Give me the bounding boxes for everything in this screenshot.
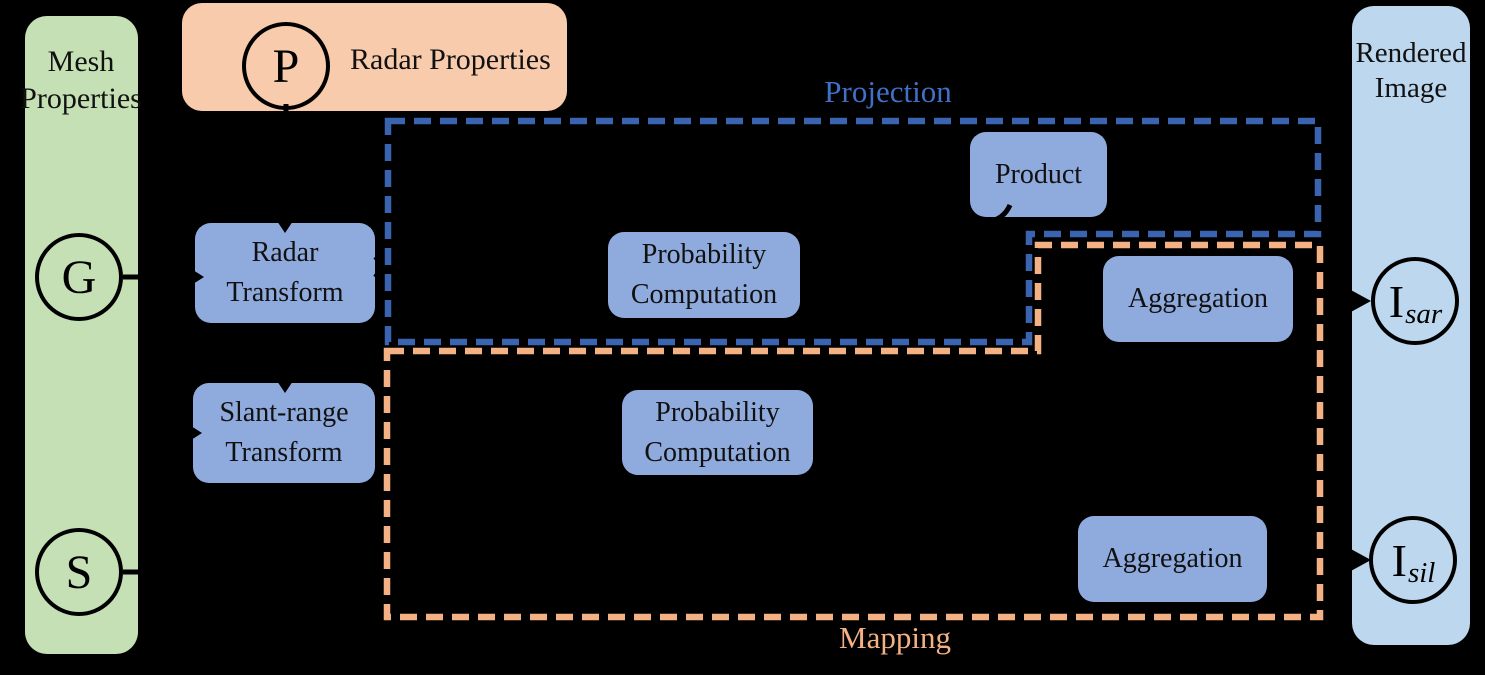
block-aggregation-sil: Aggregation: [1078, 516, 1267, 602]
mesh-node-s: S: [35, 528, 123, 616]
isar-subscript: sar: [1405, 297, 1443, 330]
mesh-properties-title: Mesh Properties: [20, 45, 142, 115]
block-slant-range-transform: Slant-range Transform: [193, 383, 375, 483]
mesh-node-g-label: G: [61, 250, 97, 304]
block-radar-transform: Radar Transform: [195, 223, 375, 323]
mesh-node-g: G: [35, 233, 123, 321]
mapping-region-label: Mapping: [839, 620, 951, 655]
mesh-node-s-label: S: [65, 545, 93, 599]
radar-node-p-label: P: [272, 39, 300, 93]
block-product: Product: [970, 132, 1107, 217]
block-probability-computation-projection: Probability Computation: [608, 232, 800, 318]
block-aggregation-sar: Aggregation: [1103, 256, 1293, 342]
radar-properties-title: Radar Properties: [350, 43, 551, 76]
isil-subscript: sil: [1407, 556, 1436, 589]
radar-transform-curve-mark: [373, 255, 381, 279]
block-probability-computation-mapping: Probability Computation: [622, 390, 813, 475]
isil-base: I: [1391, 534, 1407, 586]
radar-node-p: P: [242, 22, 330, 110]
rendered-image-title: Rendered Image: [1355, 37, 1467, 105]
isar-base: I: [1388, 275, 1405, 327]
projection-region-label: Projection: [824, 74, 952, 109]
